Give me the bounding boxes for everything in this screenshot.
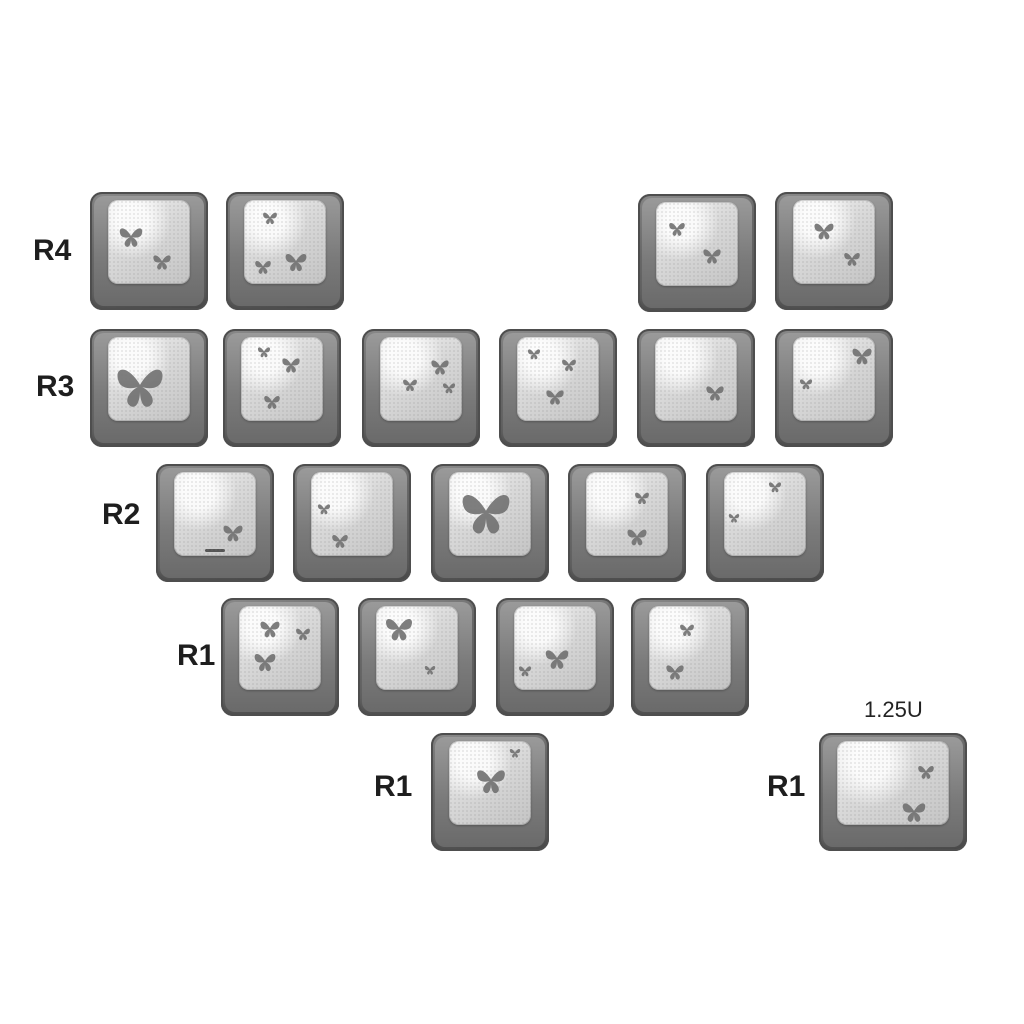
butterfly-icon xyxy=(119,228,143,247)
butterfly-icon xyxy=(680,624,694,637)
butterfly-icon xyxy=(635,492,649,505)
keycap-r3-4 xyxy=(499,329,617,447)
keycap-r1-5 xyxy=(431,733,549,851)
butterfly-icon xyxy=(844,253,860,266)
butterfly-icon xyxy=(509,749,521,758)
keycap-r2-1 xyxy=(156,464,274,582)
butterfly-icon xyxy=(317,504,331,515)
keycap-r1-1 xyxy=(221,598,339,716)
row-label-r1: R1 xyxy=(374,770,413,803)
butterfly-icon xyxy=(918,766,934,779)
butterfly-icon xyxy=(527,349,541,360)
butterfly-icon xyxy=(852,348,872,365)
butterfly-icon xyxy=(666,665,684,680)
keycap-r2-5 xyxy=(706,464,824,582)
keycap-r2-2 xyxy=(293,464,411,582)
butterfly-icon xyxy=(462,495,510,534)
butterfly-icon xyxy=(424,666,436,675)
butterfly-icon xyxy=(703,249,721,264)
keycap-r1-2 xyxy=(358,598,476,716)
keycap-r4-1 xyxy=(90,192,208,310)
keycap-r3-3 xyxy=(362,329,480,447)
butterfly-icon xyxy=(255,261,271,274)
keycap-r3-2 xyxy=(223,329,341,447)
butterfly-icon xyxy=(223,525,243,542)
keycap-r1-4 xyxy=(631,598,749,716)
row-label-r1: R1 xyxy=(177,639,216,672)
butterfly-icon xyxy=(768,482,782,493)
butterfly-icon xyxy=(153,255,171,270)
butterfly-icon xyxy=(545,650,569,669)
keycap-r2-4 xyxy=(568,464,686,582)
homing-bar xyxy=(205,549,225,552)
butterfly-icon xyxy=(264,396,280,409)
butterfly-icon xyxy=(706,386,724,401)
butterfly-icon xyxy=(263,212,277,225)
row-label-r2: R2 xyxy=(102,498,141,531)
keycap-r1-1-25u xyxy=(819,733,967,851)
keycap-r3-1 xyxy=(90,329,208,447)
keycap-r4-4 xyxy=(775,192,893,310)
size-label-1-25u: 1.25U xyxy=(864,697,923,722)
butterfly-icon xyxy=(477,770,505,794)
butterfly-icon xyxy=(546,390,564,405)
keycap-r4-2 xyxy=(226,192,344,310)
butterfly-icon xyxy=(257,347,271,358)
butterfly-icon xyxy=(117,369,163,407)
keycap-r3-6 xyxy=(775,329,893,447)
butterfly-icon xyxy=(285,254,307,272)
row-label-r4: R4 xyxy=(33,234,72,267)
butterfly-icon xyxy=(627,529,647,546)
butterfly-icon xyxy=(260,621,280,638)
butterfly-icon xyxy=(814,223,834,240)
row-label-r3: R3 xyxy=(36,370,75,403)
keycap-r2-3 xyxy=(431,464,549,582)
butterfly-icon xyxy=(518,666,532,677)
keycap-r4-3 xyxy=(638,194,756,312)
row-label-r1: R1 xyxy=(767,770,806,803)
butterfly-icon xyxy=(296,628,310,641)
butterfly-icon xyxy=(562,359,576,372)
butterfly-icon xyxy=(442,383,456,394)
butterfly-icon xyxy=(799,379,813,390)
butterfly-icon xyxy=(669,223,685,236)
butterfly-icon xyxy=(254,654,276,672)
butterfly-icon xyxy=(386,619,412,641)
butterfly-icon xyxy=(728,514,740,523)
keycap-r3-5 xyxy=(637,329,755,447)
butterfly-icon xyxy=(282,358,300,373)
butterfly-icon xyxy=(902,803,926,822)
butterfly-icon xyxy=(332,535,348,548)
keycap-r1-3 xyxy=(496,598,614,716)
butterfly-icon xyxy=(431,360,449,375)
butterfly-icon xyxy=(403,379,417,392)
